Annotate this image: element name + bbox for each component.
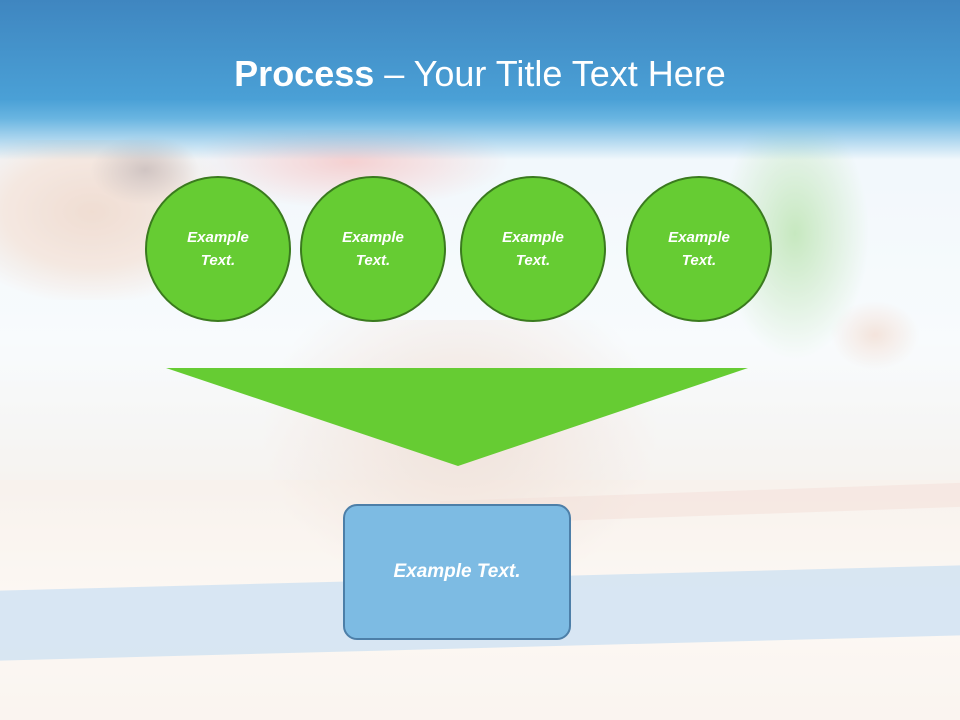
process-step-circle-3[interactable]: Example Text. xyxy=(460,176,606,322)
slide-title-bold: Process xyxy=(234,53,375,94)
slide-title-rest: – Your Title Text Here xyxy=(374,53,726,94)
funnel-triangle-shape xyxy=(166,368,748,466)
process-step-circle-2[interactable]: Example Text. xyxy=(300,176,446,322)
process-step-label-line1: Example xyxy=(668,229,730,246)
process-step-circle-4[interactable]: Example Text. xyxy=(626,176,772,322)
process-step-label-line1: Example xyxy=(502,229,564,246)
header-band xyxy=(0,0,960,160)
process-step-circle-1[interactable]: Example Text. xyxy=(145,176,291,322)
process-step-label-line1: Example xyxy=(187,229,249,246)
process-step-label-line1: Example xyxy=(342,229,404,246)
process-step-label-line2: Text. xyxy=(515,252,551,269)
funnel-triangle[interactable] xyxy=(166,368,748,466)
process-step-label: Example Text. xyxy=(342,226,404,272)
process-step-label: Example Text. xyxy=(668,226,730,272)
process-step-label: Example Text. xyxy=(502,226,564,272)
process-step-label-line2: Text. xyxy=(355,252,391,269)
process-step-label-line2: Text. xyxy=(681,252,717,269)
slide-title[interactable]: Process – Your Title Text Here xyxy=(0,52,960,96)
process-step-label: Example Text. xyxy=(187,226,249,272)
process-step-label-line2: Text. xyxy=(200,252,236,269)
result-box[interactable]: Example Text. xyxy=(343,504,571,640)
background-person-foot xyxy=(830,300,920,370)
result-box-label: Example Text. xyxy=(393,561,521,582)
